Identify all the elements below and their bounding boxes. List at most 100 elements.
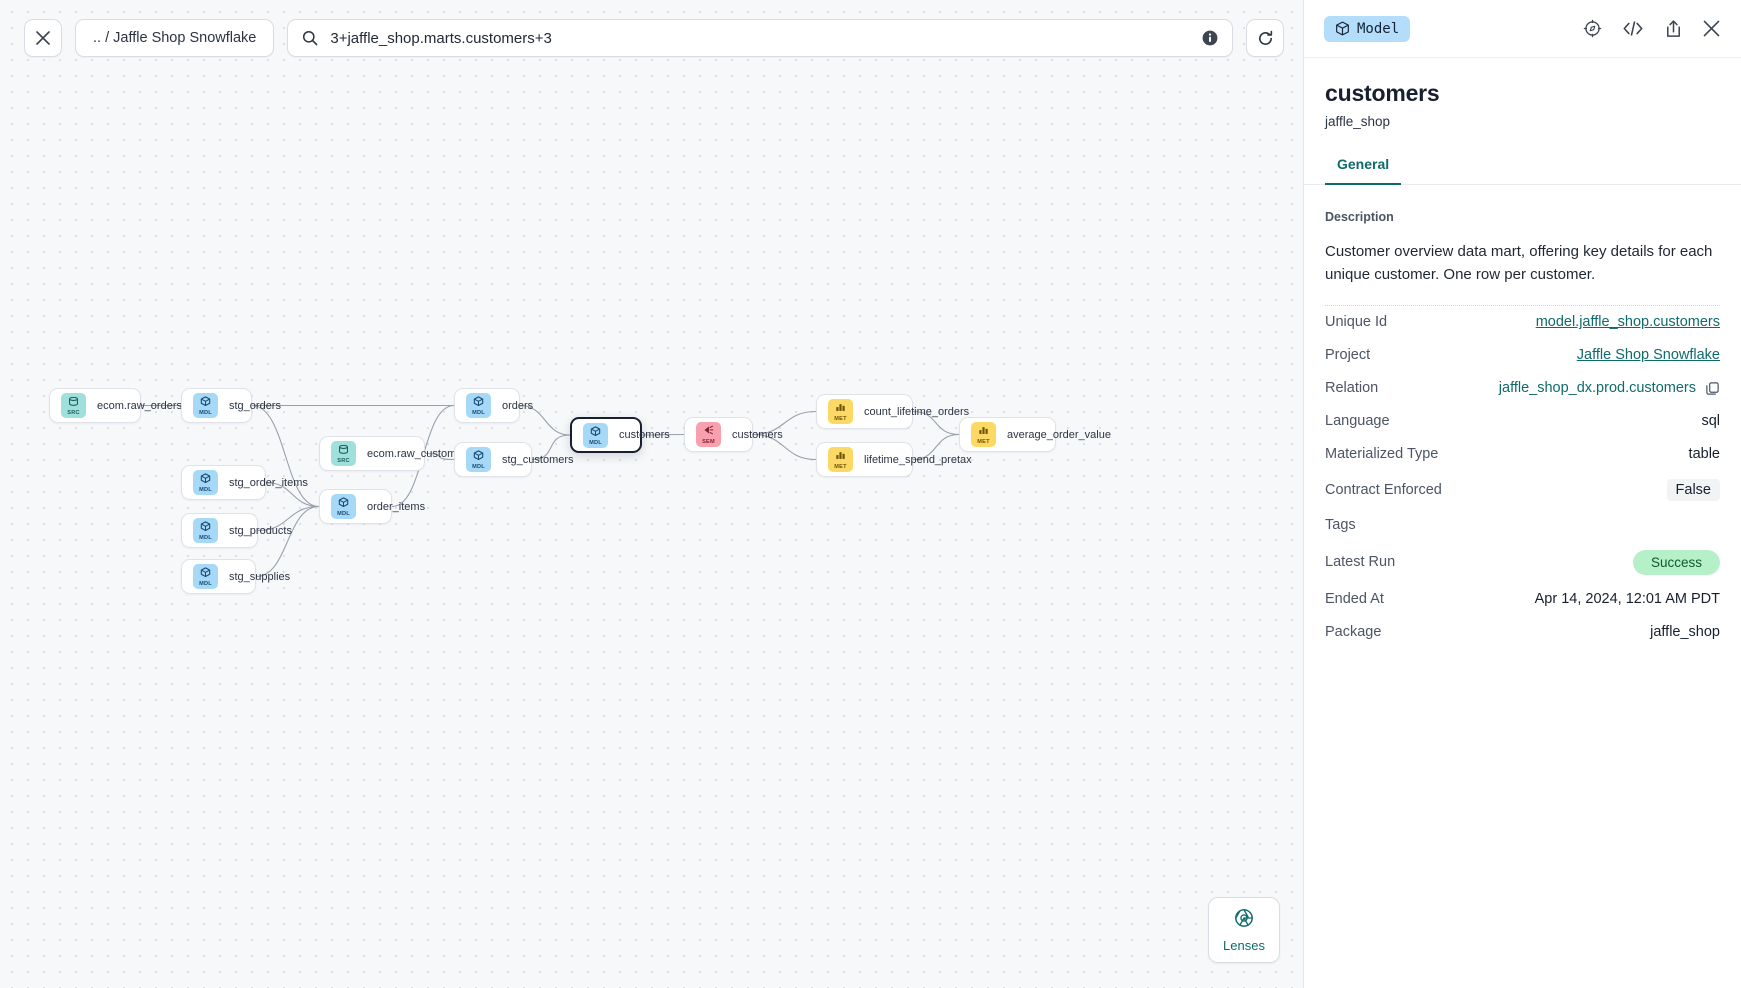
graph-node-label: stg_orders — [229, 399, 281, 412]
graph-node-label: stg_supplies — [229, 570, 291, 583]
graph-node-customers_semantic[interactable]: SEM customers — [684, 417, 783, 452]
search-icon — [302, 30, 318, 46]
metadata-value: table — [1688, 446, 1720, 463]
node-type-badge-mdl-icon: MDL — [193, 393, 218, 418]
graph-node-stg_order_items[interactable]: MDL stg_order_items — [181, 465, 308, 500]
close-lineage-button[interactable] — [24, 19, 62, 57]
metadata-value-wrap: jaffle_shop — [1650, 624, 1720, 640]
refresh-icon — [1258, 30, 1273, 45]
code-icon[interactable] — [1622, 19, 1644, 38]
metadata-key: Project — [1325, 347, 1371, 364]
graph-node-label: customers — [732, 428, 783, 441]
tab-general[interactable]: General — [1325, 156, 1402, 185]
node-type-badge-mdl-icon: MDL — [331, 494, 356, 519]
metadata-value-wrap: Jaffle Shop Snowflake — [1577, 347, 1720, 363]
graph-node-stg_orders[interactable]: MDL stg_orders — [181, 388, 281, 423]
graph-node-ecom_raw_orders[interactable]: SRC ecom.raw_orders — [49, 388, 182, 423]
node-type-badge-mdl-icon: MDL — [583, 422, 608, 448]
graph-node-average_order_value[interactable]: MET average_order_value — [959, 417, 1111, 452]
node-type-badge-src-icon: SRC — [331, 441, 356, 466]
metadata-value: jaffle_shop — [1650, 624, 1720, 641]
metadata-row: Ended At Apr 14, 2024, 12:01 AM PDT — [1325, 583, 1720, 616]
node-type-badge-sem-icon: SEM — [696, 422, 721, 447]
metadata-row: Tags — [1325, 509, 1720, 542]
aperture-icon — [1234, 908, 1254, 933]
close-icon — [36, 31, 50, 45]
node-type-badge-mdl-icon: MDL — [466, 447, 491, 472]
metadata-value-wrap: jaffle_shop_dx.prod.customers — [1499, 380, 1720, 396]
lineage-canvas[interactable]: .. / Jaffle Shop Snowflake 3+jaffle_shop… — [0, 0, 1303, 988]
copy-icon[interactable] — [1705, 381, 1720, 396]
node-type-badge-met-icon: MET — [828, 447, 853, 472]
graph-node-label: orders — [502, 399, 534, 412]
node-type-label: Model — [1357, 20, 1400, 37]
search-input[interactable]: 3+jaffle_shop.marts.customers+3 — [287, 19, 1234, 57]
page-subtitle: jaffle_shop — [1325, 114, 1391, 129]
metadata-key: Unique Id — [1325, 314, 1388, 331]
cube-icon — [1336, 21, 1349, 36]
breadcrumb[interactable]: .. / Jaffle Shop Snowflake — [75, 19, 275, 57]
metadata-row: Unique Id model.jaffle_shop.customers — [1325, 306, 1720, 339]
graph-node-stg_supplies[interactable]: MDL stg_supplies — [181, 559, 290, 594]
node-type-badge-met-icon: MET — [971, 422, 996, 447]
panel-toolbar: Model — [1304, 0, 1741, 58]
graph-node-label: ecom.raw_orders — [97, 399, 182, 412]
search-info-icon[interactable] — [1202, 30, 1218, 46]
node-type-badge-mdl-icon: MDL — [193, 470, 218, 495]
graph-node-label: stg_customers — [502, 453, 574, 466]
tab-general-label: General — [1337, 156, 1390, 172]
graph-node-label: stg_order_items — [229, 476, 308, 489]
panel-tabs: General — [1304, 156, 1741, 185]
metadata-value-wrap: model.jaffle_shop.customers — [1536, 314, 1720, 330]
metadata-key: Materialized Type — [1325, 446, 1439, 463]
compass-icon[interactable] — [1583, 19, 1602, 38]
description-text: Customer overview data mart, offering ke… — [1325, 243, 1713, 283]
node-type-badge-src-icon: SRC — [61, 393, 86, 418]
node-type-badge-mdl-icon: MDL — [193, 518, 218, 543]
metadata-row: Materialized Type table — [1325, 438, 1720, 471]
details-panel: Model — [1303, 0, 1741, 988]
graph-node-label: average_order_value — [1007, 428, 1111, 441]
node-type-chip[interactable]: Model — [1324, 15, 1411, 42]
search-value: 3+jaffle_shop.marts.customers+3 — [330, 29, 552, 47]
graph-node-label: order_items — [367, 500, 426, 513]
graph-node-customers_model[interactable]: MDL customers — [570, 417, 670, 453]
close-icon[interactable] — [1703, 20, 1720, 37]
metadata-value: Apr 14, 2024, 12:01 AM PDT — [1534, 591, 1720, 608]
node-type-badge-mdl-icon: MDL — [193, 564, 218, 589]
metadata-key: Package — [1325, 624, 1382, 641]
graph-node-lifetime_spend_pretax[interactable]: MET lifetime_spend_pretax — [816, 442, 972, 477]
lenses-button[interactable]: Lenses — [1208, 897, 1280, 963]
page-title: customers — [1325, 80, 1440, 106]
description-label: Description — [1325, 210, 1394, 224]
graph-node-label: customers — [619, 429, 670, 441]
metadata-value[interactable]: model.jaffle_shop.customers — [1535, 314, 1720, 331]
graph-node-stg_customers[interactable]: MDL stg_customers — [454, 442, 574, 477]
refresh-button[interactable] — [1246, 19, 1285, 57]
divider — [1325, 304, 1720, 306]
node-type-badge-met-icon: MET — [828, 399, 853, 424]
panel-header: customers jaffle_shop — [1304, 58, 1741, 129]
metadata-value: False — [1666, 478, 1720, 501]
breadcrumb-label: .. / Jaffle Shop Snowflake — [93, 30, 257, 46]
graph-node-label: lifetime_spend_pretax — [864, 453, 972, 466]
status-badge: Success — [1632, 549, 1720, 575]
metadata-key: Ended At — [1325, 591, 1384, 608]
panel-content: Description Customer overview data mart,… — [1304, 185, 1741, 988]
metadata-value-wrap: False — [1666, 478, 1720, 501]
graph-node-order_items[interactable]: MDL order_items — [319, 489, 425, 524]
metadata-value[interactable]: jaffle_shop_dx.prod.customers — [1498, 380, 1696, 397]
share-icon[interactable] — [1664, 19, 1683, 39]
metadata-value[interactable]: Jaffle Shop Snowflake — [1576, 347, 1720, 364]
metadata-row: Package jaffle_shop — [1325, 616, 1720, 649]
